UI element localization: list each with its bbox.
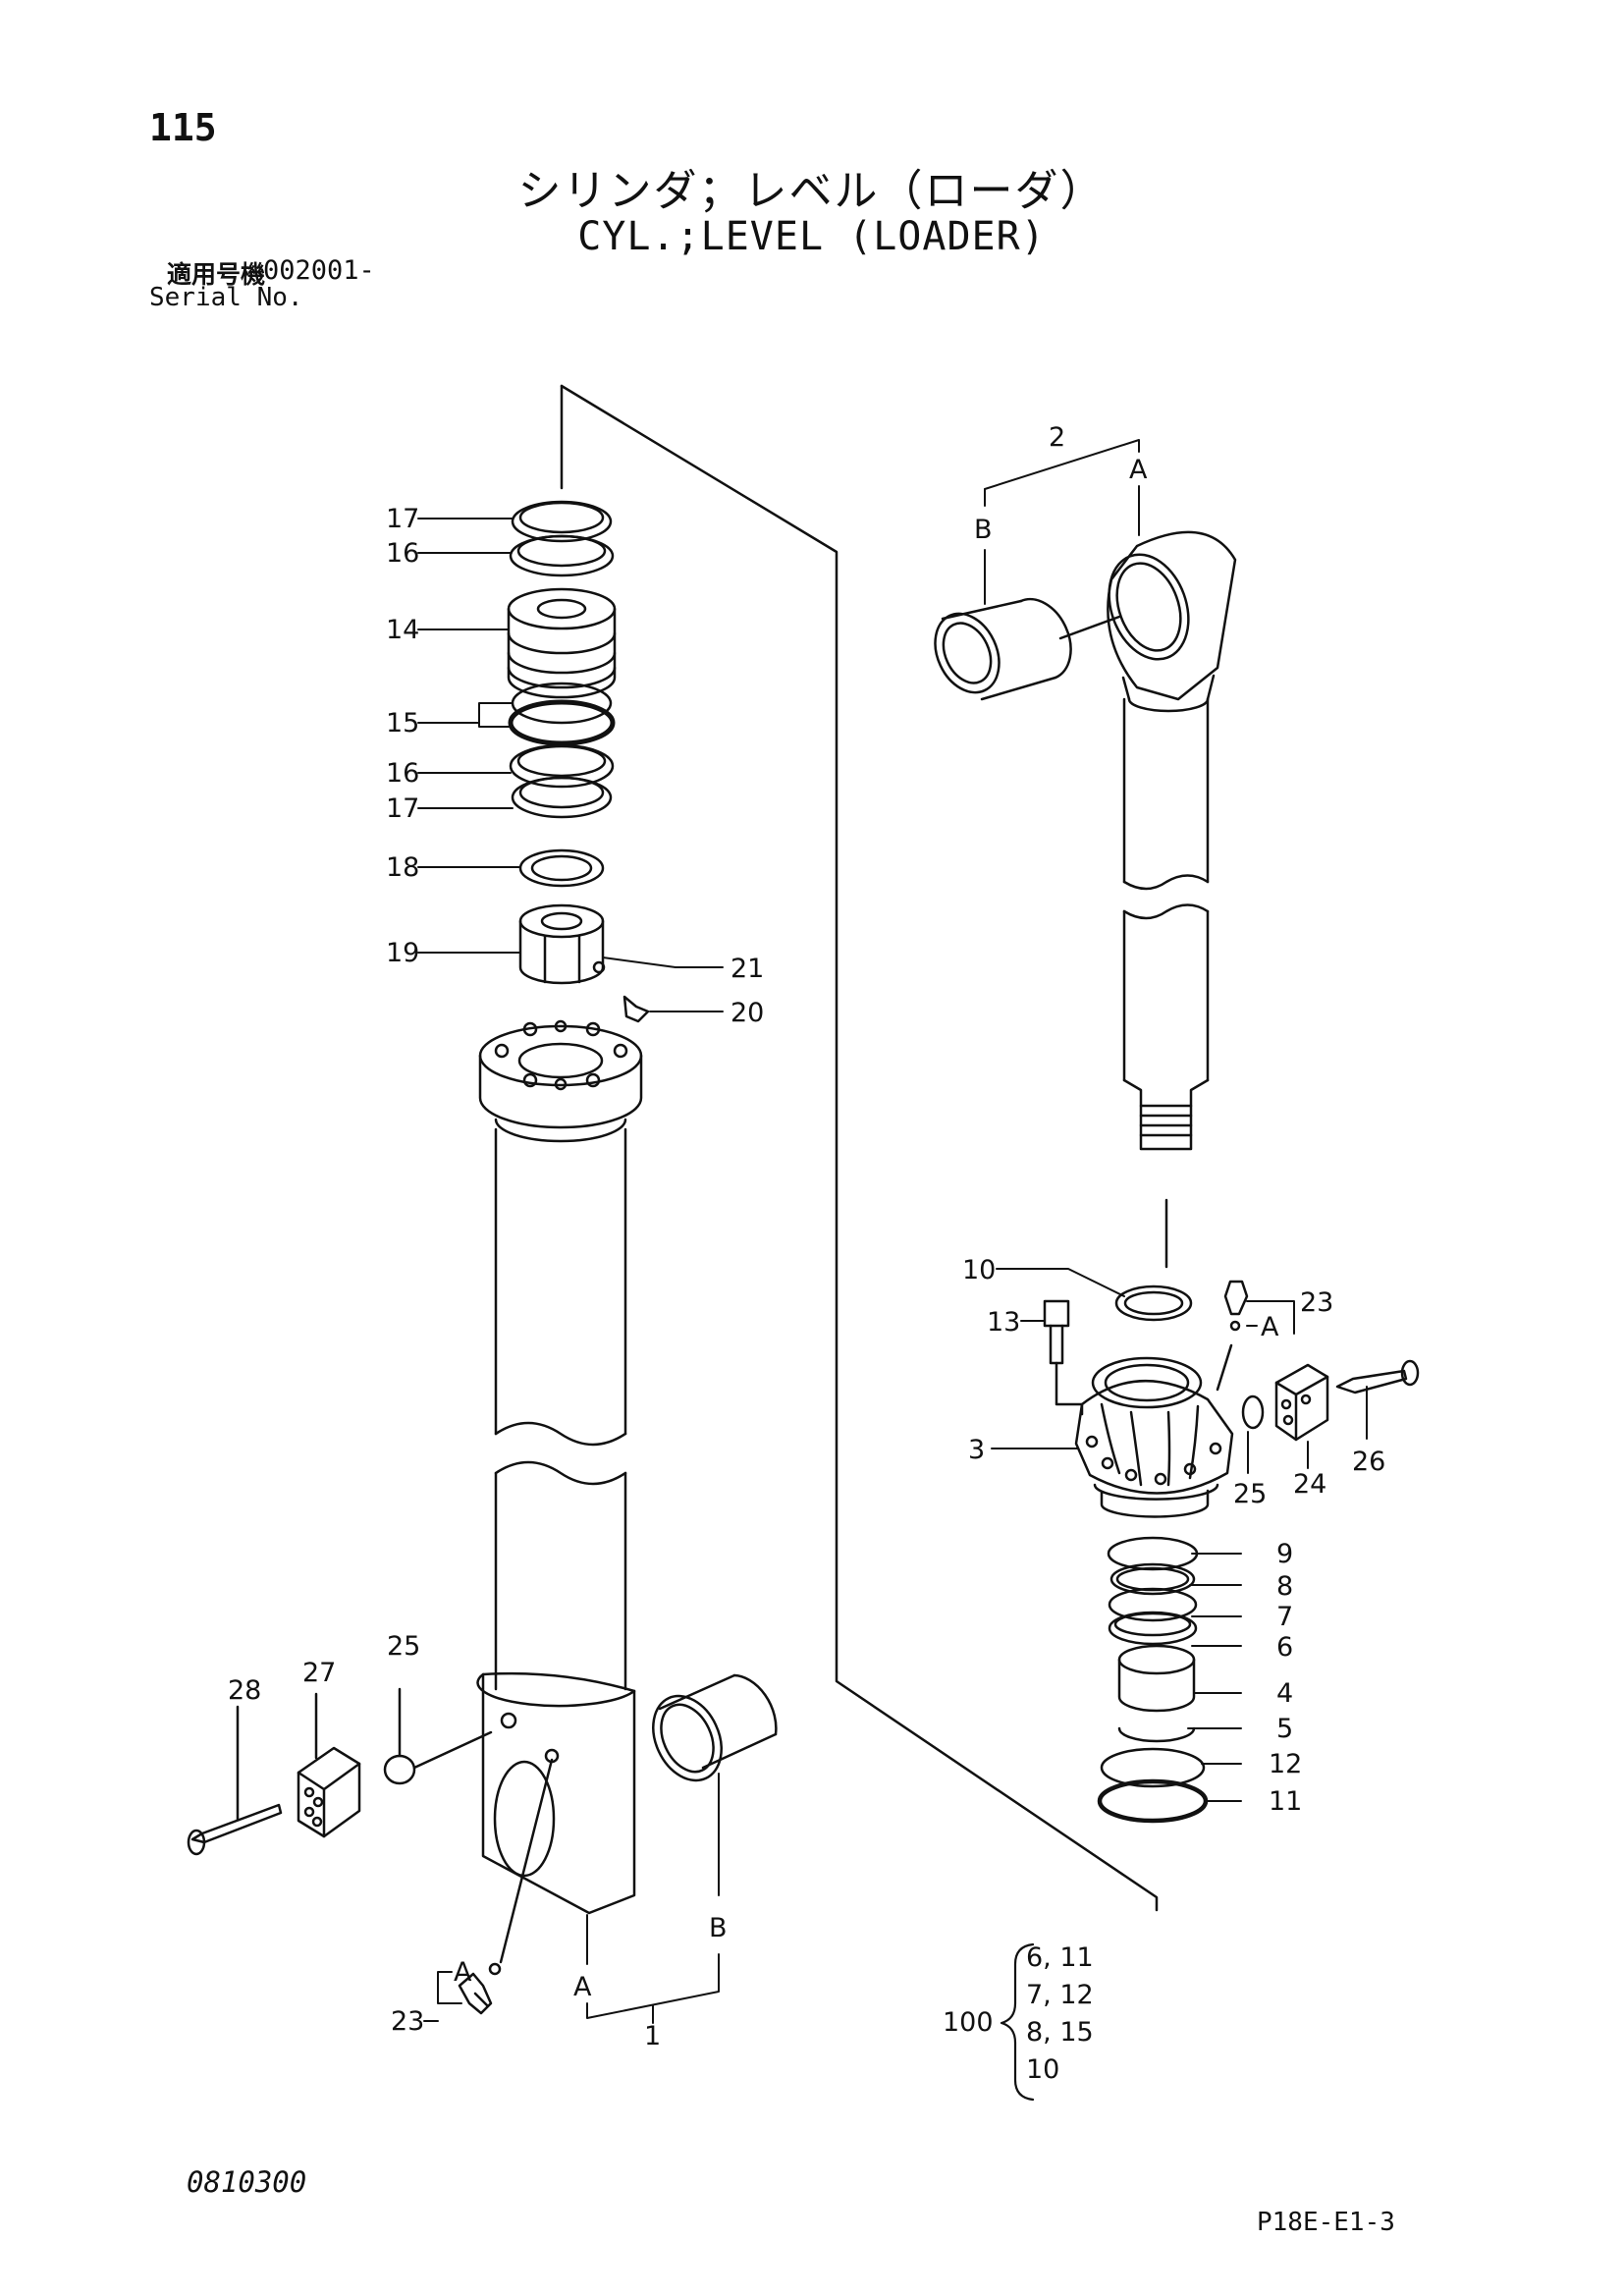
serial-label-japanese: 適用号機 — [167, 260, 266, 289]
title-japanese: シリンダ；レベル（ローダ） — [517, 166, 1106, 216]
bolt-28 — [187, 1705, 283, 1856]
callout-10: 10 — [962, 1255, 996, 1285]
callout-21: 21 — [730, 954, 764, 984]
callout-b-bottom: B — [709, 1913, 728, 1943]
callout-2: 2 — [1049, 422, 1065, 453]
bolt-13 — [1043, 1299, 1084, 1416]
document-code: 0810300 — [187, 2165, 307, 2199]
callout-17-bottom: 17 — [386, 793, 419, 824]
bushing-b-top — [934, 597, 1072, 701]
o-ring-25-right — [1241, 1394, 1265, 1430]
port-block-27 — [297, 1746, 361, 1838]
wear-ring-17-top — [511, 500, 613, 543]
callout-25-right: 25 — [1233, 1479, 1267, 1509]
port-block-24 — [1274, 1363, 1329, 1442]
callout-7: 7 — [1276, 1602, 1293, 1632]
callout-26: 26 — [1352, 1447, 1385, 1477]
callout-3: 3 — [968, 1435, 985, 1465]
cylinder-tube — [476, 1019, 643, 1915]
set-screw-20 — [622, 995, 650, 1023]
callout-14: 14 — [386, 615, 419, 645]
callout-a-bottom-left: A — [454, 1957, 472, 1988]
callout-13: 13 — [987, 1307, 1020, 1338]
callout-16-top: 16 — [386, 538, 419, 569]
kit-row-1: 6, 11 — [1026, 1942, 1094, 1973]
backup-ring-12 — [1100, 1747, 1206, 1788]
piston-rod — [1122, 697, 1210, 1269]
page-number: 115 — [149, 106, 217, 149]
kit-label-100: 100 — [943, 2007, 994, 2038]
leader-lines-left — [417, 518, 724, 1012]
kit-brace — [1000, 1942, 1035, 2102]
rod-eye — [1058, 530, 1237, 713]
callout-labels: 17 16 14 15 16 17 18 19 21 20 2 A B 10 1… — [228, 422, 1385, 2085]
kit-row-2: 7, 12 — [1026, 1980, 1094, 2010]
grease-fitting-23-left — [458, 1758, 554, 2015]
callout-a-bottom: A — [573, 1972, 592, 2002]
cushion-ring-18 — [518, 848, 605, 888]
callout-12: 12 — [1269, 1749, 1302, 1779]
o-ring-25-left — [383, 1687, 493, 1785]
snap-ring-5 — [1117, 1726, 1196, 1743]
serial-label-english: Serial No. — [149, 283, 303, 312]
title-english: CYL.;LEVEL (LOADER) — [577, 214, 1046, 259]
nut-19 — [518, 903, 605, 985]
wear-ring-17-bottom — [511, 776, 613, 819]
kit-row-3: 8, 15 — [1026, 2017, 1094, 2048]
callout-1: 1 — [644, 2021, 661, 2051]
backup-ring-6 — [1108, 1611, 1198, 1646]
callout-23-right: 23 — [1300, 1287, 1333, 1318]
kit-row-4: 10 — [1026, 2054, 1059, 2085]
cylinder-head-3 — [1074, 1343, 1234, 1518]
bushing-4 — [1117, 1644, 1196, 1713]
leader-lines-bottom — [423, 1773, 720, 2024]
steel-ball-21 — [592, 960, 606, 974]
callout-8: 8 — [1276, 1571, 1293, 1602]
callout-24: 24 — [1293, 1469, 1326, 1500]
sheet-code: P18E-E1-3 — [1257, 2208, 1395, 2237]
callout-a-mid: A — [1261, 1312, 1279, 1342]
bolt-26 — [1335, 1359, 1420, 1394]
callout-20: 20 — [730, 998, 764, 1028]
callout-25-left: 25 — [387, 1631, 420, 1662]
callout-4: 4 — [1276, 1678, 1293, 1709]
callout-6: 6 — [1276, 1632, 1293, 1663]
callout-b-top: B — [974, 515, 993, 545]
callout-28: 28 — [228, 1675, 261, 1706]
callout-16-bottom: 16 — [386, 758, 419, 789]
serial-value: 002001- — [263, 255, 375, 286]
callout-15: 15 — [386, 708, 419, 738]
callout-17-top: 17 — [386, 504, 419, 534]
callout-27: 27 — [302, 1658, 336, 1688]
dust-seal-10 — [1114, 1285, 1193, 1322]
callout-11: 11 — [1269, 1786, 1302, 1817]
callout-a-top: A — [1129, 455, 1148, 485]
bushing-b-bottom — [652, 1673, 778, 1782]
slide-ring-16-bottom — [509, 743, 615, 789]
callout-18: 18 — [386, 852, 419, 883]
callout-23-left: 23 — [391, 2006, 424, 2037]
leader-lines-right — [984, 439, 1368, 1802]
u-ring-7 — [1108, 1587, 1198, 1622]
grease-fitting-23-right — [1223, 1280, 1249, 1332]
slide-ring-16-top — [509, 534, 615, 577]
callout-9: 9 — [1276, 1539, 1293, 1569]
callout-5: 5 — [1276, 1714, 1293, 1744]
group-divider-line — [560, 384, 1159, 1912]
callout-19: 19 — [386, 938, 419, 968]
piston-14 — [507, 587, 617, 699]
